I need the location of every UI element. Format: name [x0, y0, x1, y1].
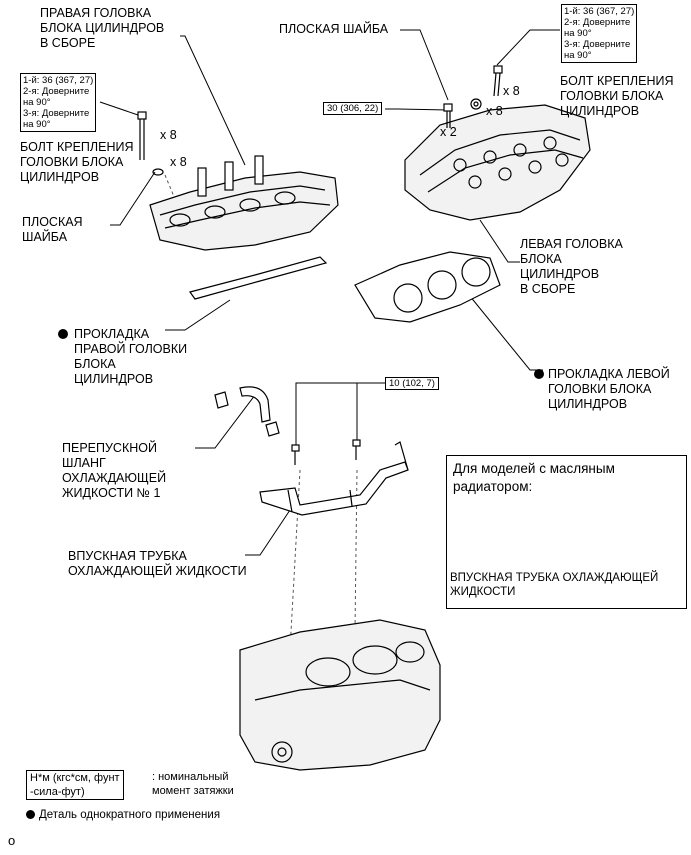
label-flat-washer-top: ПЛОСКАЯ ШАЙБА: [279, 22, 389, 36]
coolant-inlet-pipe: [259, 441, 409, 516]
left-head-bolt: [137, 111, 164, 176]
pipe-bolts: [291, 439, 361, 465]
single-use-dot-icon: [26, 810, 35, 820]
count-left-washer: x 8: [170, 155, 187, 169]
count-left-bolt: x 8: [160, 128, 177, 142]
leader-left-gasket: [464, 289, 543, 371]
count-small-bolt: x 2: [440, 125, 457, 139]
right-head-gasket: [189, 256, 328, 300]
torque-box-small-bolt: 30 (306, 22): [323, 102, 383, 115]
leader-right-gasket: [165, 299, 231, 331]
leader-pipe-bolt: [295, 382, 385, 445]
right-cylinder-head: [149, 155, 339, 251]
align-pipe-bolt-2: [354, 469, 358, 631]
count-right-bolt: x 8: [503, 84, 520, 98]
leader-left-washer: [110, 171, 156, 226]
count-right-washer: x 8: [486, 104, 503, 118]
torque-box-pipe-bolt: 10 (102, 7): [385, 377, 439, 390]
corner-mark: o: [8, 833, 16, 848]
leader-bypass-hose: [195, 394, 256, 449]
single-use-marker-right-gasket: [58, 329, 68, 339]
right-head-bolt: [470, 65, 503, 110]
cylinder-block: [239, 619, 441, 771]
leader-right-bolt-box: [496, 29, 560, 66]
leader-left-head: [479, 219, 520, 263]
legend-single-use: Деталь однократного применения: [26, 808, 220, 823]
bypass-hose: [214, 386, 280, 437]
legend-units-box: Н*м (кгс*см, фунт-сила-фут): [26, 770, 124, 800]
leader-flat-washer-top: [400, 29, 449, 101]
left-head-gasket: [354, 251, 501, 323]
single-use-marker-left-gasket: [534, 369, 544, 379]
leader-inlet-pipe: [245, 509, 291, 556]
left-cylinder-head: [404, 104, 591, 221]
leader-right-head: [180, 35, 246, 166]
leader-small-bolt: [388, 108, 449, 111]
leader-left-torque: [99, 101, 139, 116]
small-bolt: [443, 103, 453, 128]
